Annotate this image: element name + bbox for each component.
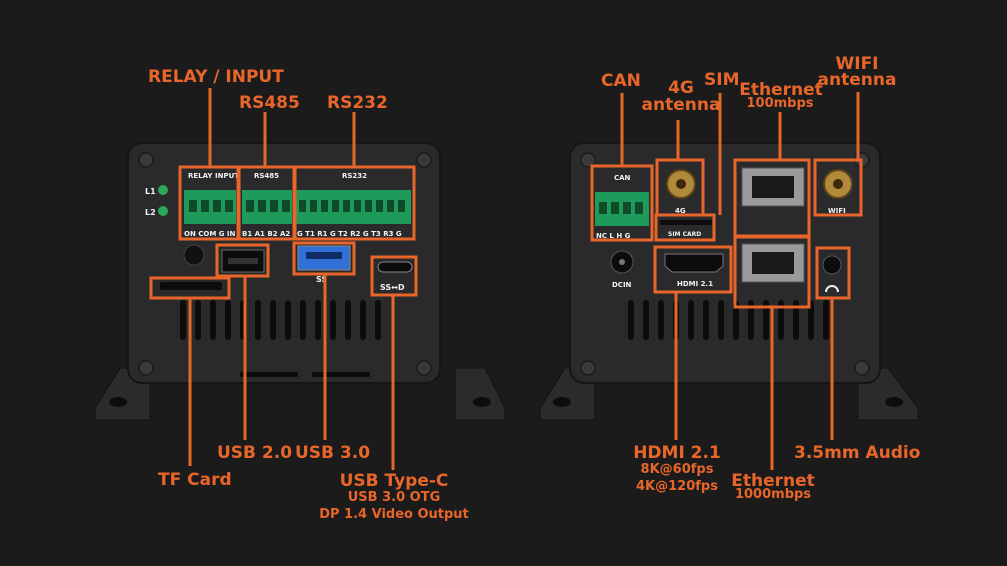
- wifi-callout-box: [813, 158, 863, 217]
- headphone-icon: [825, 285, 839, 293]
- right-callouts: [590, 92, 863, 470]
- wifi-label-line1: WIFI: [835, 54, 879, 74]
- left-device: L1 L2 RELAY INPUT ON COM G IN RS485 B1 A…: [94, 142, 506, 421]
- screw: [580, 152, 596, 168]
- led-l1-label: L1: [145, 187, 156, 196]
- usbc-sublabel-dp: DP 1.4 Video Output: [319, 507, 469, 522]
- sim-callout-box: [654, 213, 716, 242]
- hdmi-label: HDMI 2.1: [633, 443, 721, 463]
- mount-hole: [553, 397, 571, 407]
- rs232-label: RS232: [327, 93, 388, 113]
- dcin-silk: DCIN: [612, 281, 632, 289]
- screw: [416, 360, 432, 376]
- hdmi-sublabel-8k: 8K@60fps: [640, 462, 714, 477]
- audio-jack: [822, 255, 842, 275]
- wifi-silk: WIFI: [828, 207, 846, 215]
- relay-input-label: RELAY / INPUT: [148, 67, 284, 87]
- eth1000-label: Ethernet: [731, 471, 815, 491]
- power-button: [183, 244, 205, 266]
- eth1000-speed: 1000mbps: [734, 487, 812, 502]
- rs232-silk: RS232: [342, 172, 367, 180]
- ssd-logo: SS↔D: [380, 283, 405, 292]
- screw: [580, 360, 596, 376]
- usb2-callout-box: [215, 243, 270, 278]
- led-l1: [158, 185, 168, 195]
- right-vents: [628, 300, 829, 340]
- led-l2-label: L2: [145, 208, 156, 217]
- screw: [138, 152, 154, 168]
- can-pin-labels: NC L H G: [596, 232, 631, 240]
- ss-logo: SS: [316, 275, 327, 284]
- mount-hole: [473, 397, 491, 407]
- g4-silk: 4G: [675, 207, 686, 215]
- rs485-silk: RS485: [254, 172, 279, 180]
- rs485-pin-labels: B1 A1 B2 A2: [242, 230, 290, 238]
- left-callouts: [149, 88, 418, 470]
- screw: [416, 152, 432, 168]
- right-mount-foot: [454, 367, 506, 421]
- usb-c-port: [377, 261, 413, 273]
- mount-hole: [109, 397, 127, 407]
- can-silk: CAN: [614, 174, 631, 182]
- antenna4g-label-line2: antenna: [641, 95, 721, 115]
- antenna4g-label-line1: 4G: [668, 78, 694, 98]
- wifi-label-line2: antenna: [817, 70, 897, 90]
- hdmi-callout-box: [653, 245, 733, 294]
- led-l2: [158, 206, 168, 216]
- relay-silk: RELAY: [188, 172, 213, 180]
- simcard-silk: SIM CARD: [668, 231, 701, 238]
- right-device: CAN NC L H G 4G SIM CARD WIFI DCIN HDMI …: [539, 142, 919, 421]
- eth100-speed: 100mbps: [746, 96, 814, 111]
- eth100-label: Ethernet: [739, 80, 823, 100]
- usbc-label: USB Type-C: [339, 471, 449, 491]
- hdmi-port: [664, 253, 724, 273]
- hdmi-sublabel-4k: 4K@120fps: [636, 479, 718, 494]
- sim-slot: [660, 220, 712, 225]
- hdmi-silk: HDMI 2.1: [677, 280, 713, 288]
- rs232-pin-labels: G T1 R1 G T2 R2 G T3 R3 G: [297, 230, 402, 238]
- usbc-sublabel-otg: USB 3.0 OTG: [347, 490, 441, 505]
- can-label: CAN: [601, 71, 641, 91]
- tf-card-slot: [160, 282, 222, 290]
- usb30-label: USB 3.0: [295, 443, 371, 463]
- relay-pin-labels: ON COM G IN: [184, 230, 236, 238]
- sim-label: SIM: [704, 70, 740, 90]
- rs485-label: RS485: [239, 93, 300, 113]
- audio-label: 3.5mm Audio: [794, 443, 921, 463]
- tf-card-label: TF Card: [158, 470, 232, 490]
- mount-hole: [885, 397, 903, 407]
- usb20-label: USB 2.0: [217, 443, 293, 463]
- input-silk: INPUT: [215, 172, 239, 180]
- screw: [854, 360, 870, 376]
- screw: [138, 360, 154, 376]
